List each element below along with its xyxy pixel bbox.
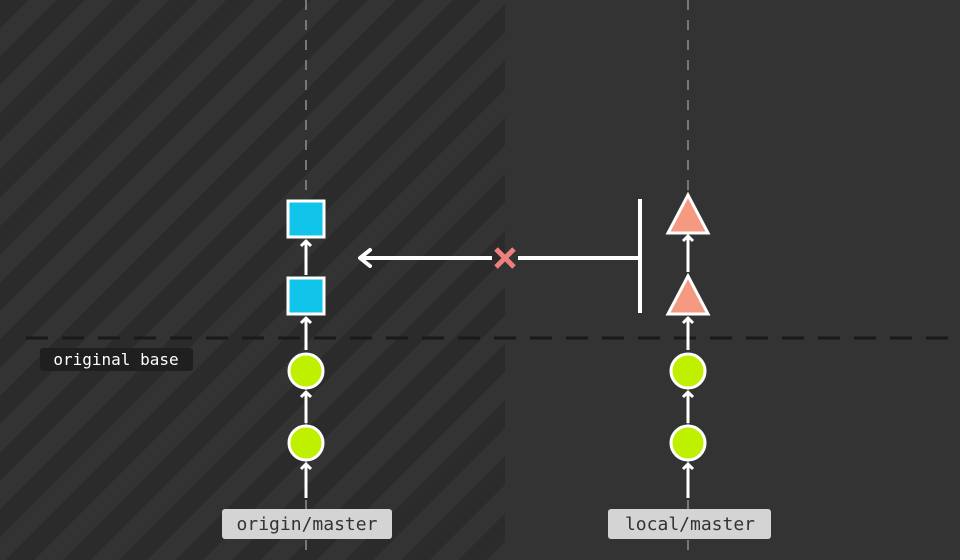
local-master-text: local/master <box>625 514 755 535</box>
origin-master-arrowheads <box>299 239 313 471</box>
commit-circle <box>669 424 707 462</box>
x-mark-icon <box>494 247 516 269</box>
commit-circle <box>287 424 325 462</box>
commit-triangle <box>665 191 711 235</box>
arrow-left-icon <box>358 248 372 268</box>
original-base-text: original base <box>53 350 178 369</box>
commit-circle <box>287 352 325 390</box>
commit-square <box>286 199 326 239</box>
commit-triangle <box>665 272 711 316</box>
commit-circle <box>669 352 707 390</box>
origin-master-label: origin/master <box>222 509 392 539</box>
remote-region <box>0 0 505 560</box>
commit-square <box>286 276 326 316</box>
original-base-label: original base <box>40 348 193 371</box>
local-master-label: local/master <box>608 509 771 539</box>
origin-master-text: origin/master <box>237 514 378 535</box>
local-master-arrowheads <box>681 234 695 471</box>
